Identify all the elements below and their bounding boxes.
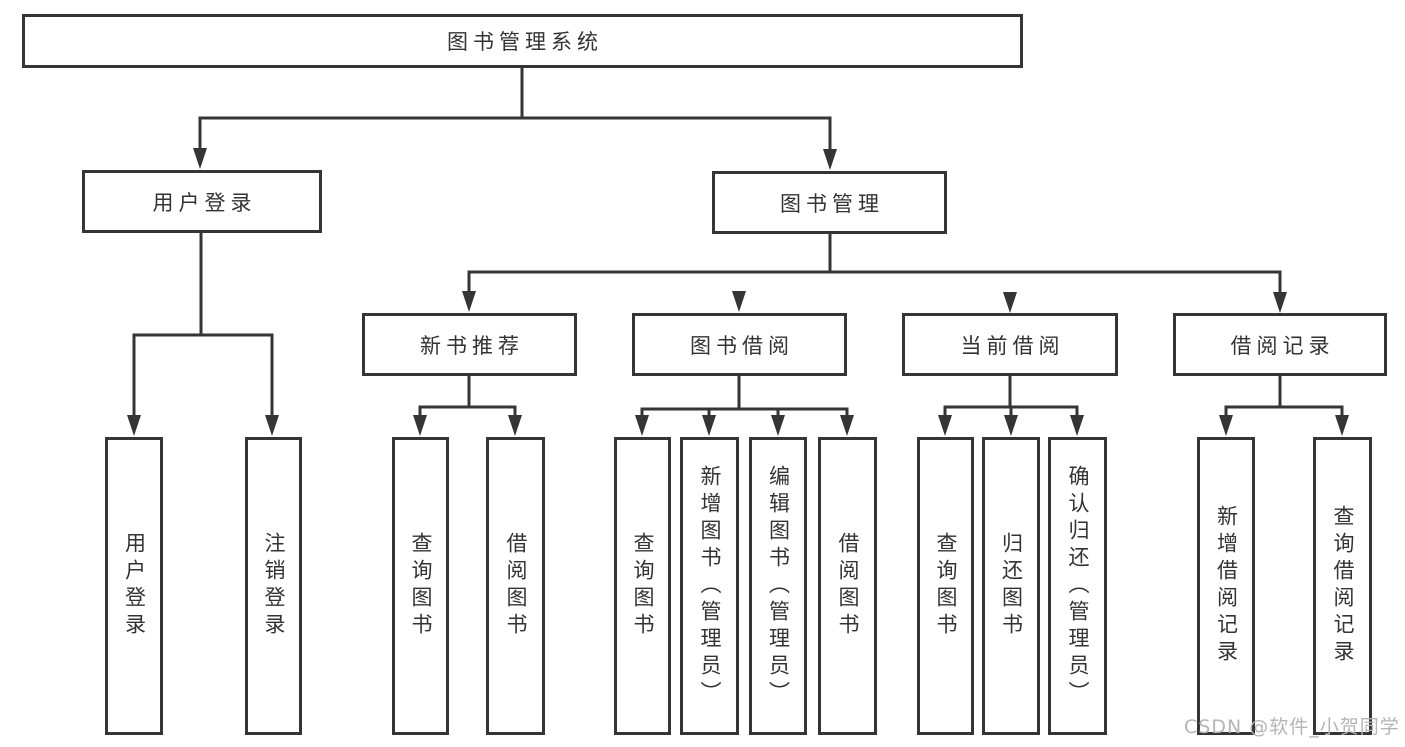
leaf-logout: 注销登录: [245, 437, 302, 735]
branch-borrow-record: [1224, 405, 1344, 417]
node-label: 查询图书: [934, 532, 958, 640]
branch-book-mgmt: [467, 270, 1282, 294]
node-label: 新增借阅记录: [1214, 505, 1239, 667]
node-label: 查询图书: [409, 532, 433, 640]
leaf-add-books-admin: 新增图书（管理员）: [680, 437, 739, 735]
node-current-borrowing: 当前借阅: [902, 313, 1118, 376]
arrow-to-leaf-cb-confirm: [1070, 415, 1084, 436]
node-label: 当前借阅: [960, 333, 1065, 358]
arrow-to-leaf-user-login: [127, 415, 141, 436]
branch-book-borrow: [640, 407, 849, 417]
node-label: 注销登录: [262, 532, 286, 640]
arrow-to-leaf-bb-borrow: [840, 415, 854, 436]
arrowheads: [127, 148, 1349, 436]
arrow-to-book-borrow: [732, 291, 746, 312]
leaf-query-books-current: 查询图书: [917, 437, 974, 735]
node-label: 确认归还（管理员）: [1066, 464, 1090, 708]
node-label: 图书借阅: [690, 333, 794, 358]
leaf-borrow-books-newrec: 借阅图书: [486, 437, 545, 735]
arrow-to-leaf-bb-edit: [771, 415, 785, 436]
leaf-user-login: 用户登录: [105, 437, 163, 735]
node-label: 编辑图书（管理员）: [766, 464, 791, 708]
arrow-to-book-mgmt: [823, 149, 837, 170]
leaf-query-borrow-record: 查询借阅记录: [1313, 437, 1372, 735]
node-label: 图书管理: [780, 191, 884, 216]
node-label: 借阅图书: [504, 532, 528, 640]
node-new-book-recommend: 新书推荐: [362, 313, 577, 376]
node-book-management: 图书管理: [712, 171, 947, 234]
node-label: 查询图书: [631, 532, 655, 640]
node-label: 新增图书（管理员）: [698, 464, 722, 708]
leaf-query-books-newrec: 查询图书: [392, 437, 449, 735]
node-library-management-system: 图书管理系统: [22, 14, 1023, 68]
arrow-to-leaf-bb-query: [635, 415, 649, 436]
node-label: 借阅记录: [1230, 333, 1335, 358]
node-label: 查询借阅记录: [1331, 505, 1355, 667]
arrow-to-current-borrow: [1003, 292, 1017, 313]
arrow-to-borrow-record: [1273, 292, 1287, 313]
node-user-login: 用户登录: [82, 170, 322, 233]
leaf-borrow-books: 借阅图书: [818, 437, 877, 735]
arrow-to-new-book-rec: [462, 291, 476, 312]
branch-level1: [198, 116, 832, 151]
arrow-to-leaf-cb-query: [938, 415, 952, 436]
leaf-return-books: 归还图书: [982, 437, 1040, 735]
arrow-to-leaf-cb-return: [1004, 415, 1018, 436]
node-label: 用户登录: [152, 190, 257, 215]
node-borrowing-records: 借阅记录: [1173, 313, 1387, 376]
leaf-confirm-return-admin: 确认归还（管理员）: [1048, 437, 1107, 735]
arrow-to-leaf-br-query: [1335, 415, 1349, 436]
leaf-edit-books-admin: 编辑图书（管理员）: [749, 437, 807, 735]
arrow-to-user-login: [193, 148, 207, 169]
leaf-query-books-borrow: 查询图书: [614, 437, 671, 735]
node-label: 归还图书: [999, 532, 1024, 640]
node-label: 用户登录: [122, 532, 147, 640]
arrow-to-leaf-nb-query: [413, 415, 427, 436]
arrow-to-leaf-logout: [265, 415, 279, 436]
arrow-to-leaf-bb-add: [702, 415, 716, 436]
branch-user-login: [132, 333, 274, 417]
node-label: 图书管理系统: [447, 30, 603, 54]
arrow-to-leaf-nb-borrow: [508, 415, 522, 436]
node-book-borrowing: 图书借阅: [632, 313, 847, 376]
node-label: 借阅图书: [836, 532, 860, 640]
branch-new-book-rec: [418, 405, 517, 417]
csdn-watermark: CSDN @软件_小贺同学: [1184, 716, 1400, 738]
arrow-to-leaf-br-add: [1219, 415, 1233, 436]
leaf-add-borrow-record: 新增借阅记录: [1197, 437, 1255, 735]
node-label: 新书推荐: [420, 333, 524, 358]
